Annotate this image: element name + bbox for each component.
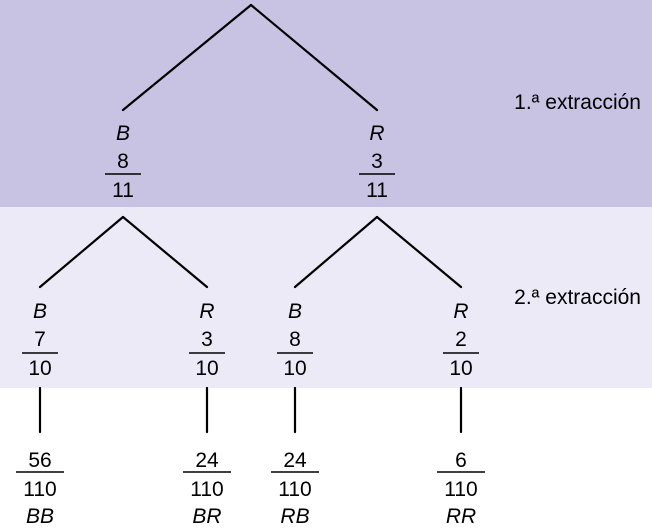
outcome-bb-numerator: 56 <box>28 449 51 472</box>
first-draw-r-label: R <box>369 122 384 145</box>
second-draw-rr-denominator: 10 <box>449 357 472 380</box>
edge-r-to-rr <box>375 215 463 289</box>
second-draw-br-node: R 3 10 <box>189 300 225 380</box>
edge-b-to-br <box>121 215 209 289</box>
outcome-br-numerator: 24 <box>195 449 219 472</box>
second-draw-br-numerator: 3 <box>201 328 213 351</box>
first-draw-b-numerator: 8 <box>117 150 129 173</box>
edge-root-to-r <box>249 3 379 112</box>
edge-root-to-b <box>121 3 253 112</box>
first-draw-r-node: R 3 11 <box>359 122 395 202</box>
first-draw-b-denominator: 11 <box>112 179 134 202</box>
second-draw-br-denominator: 10 <box>195 357 218 380</box>
outcome-bb-denominator: 110 <box>23 478 56 501</box>
tree-nodes: B811R311B710R310B810R21056110BB24110BR24… <box>16 122 485 528</box>
second-draw-rb-denominator: 10 <box>283 357 306 380</box>
outcome-rb-numerator: 24 <box>283 449 307 472</box>
first-draw-band <box>0 0 652 207</box>
second-draw-bb-node: B 7 10 <box>22 300 58 380</box>
outcome-rr-denominator: 110 <box>444 478 477 501</box>
edge-b-to-bb <box>38 215 125 289</box>
outcome-rb-label: RB <box>280 505 309 528</box>
second-draw-rr-node: R 2 10 <box>443 300 479 380</box>
outcome-rr-label: RR <box>446 505 476 528</box>
outcome-rr-numerator: 6 <box>455 449 467 472</box>
second-draw-rr-label: R <box>453 300 468 323</box>
first-draw-r-denominator: 11 <box>366 179 388 202</box>
outcome-rb-denominator: 110 <box>278 478 311 501</box>
second-draw-rr-numerator: 2 <box>455 328 467 351</box>
first-draw-b-label: B <box>116 122 130 145</box>
second-draw-band <box>0 207 652 388</box>
first-draw-b-node: B 8 11 <box>105 122 141 202</box>
second-draw-rb-node: B 8 10 <box>277 300 313 380</box>
outcome-br-denominator: 110 <box>190 478 223 501</box>
second-draw-br-label: R <box>199 300 214 323</box>
second-draw-bb-numerator: 7 <box>34 328 46 351</box>
second-draw-bb-label: B <box>33 300 47 323</box>
stage-label-second: 2.ª extracción <box>514 286 641 309</box>
outcome-bb-label: BB <box>26 505 54 528</box>
edge-r-to-rb <box>293 215 379 289</box>
second-draw-bb-denominator: 10 <box>28 357 51 380</box>
stage-label-first: 1.ª extracción <box>514 91 641 114</box>
tree-edges <box>38 3 463 434</box>
second-draw-rb-label: B <box>288 300 302 323</box>
outcome-br-label: BR <box>192 505 221 528</box>
second-draw-rb-numerator: 8 <box>289 328 301 351</box>
first-draw-r-numerator: 3 <box>371 150 383 173</box>
